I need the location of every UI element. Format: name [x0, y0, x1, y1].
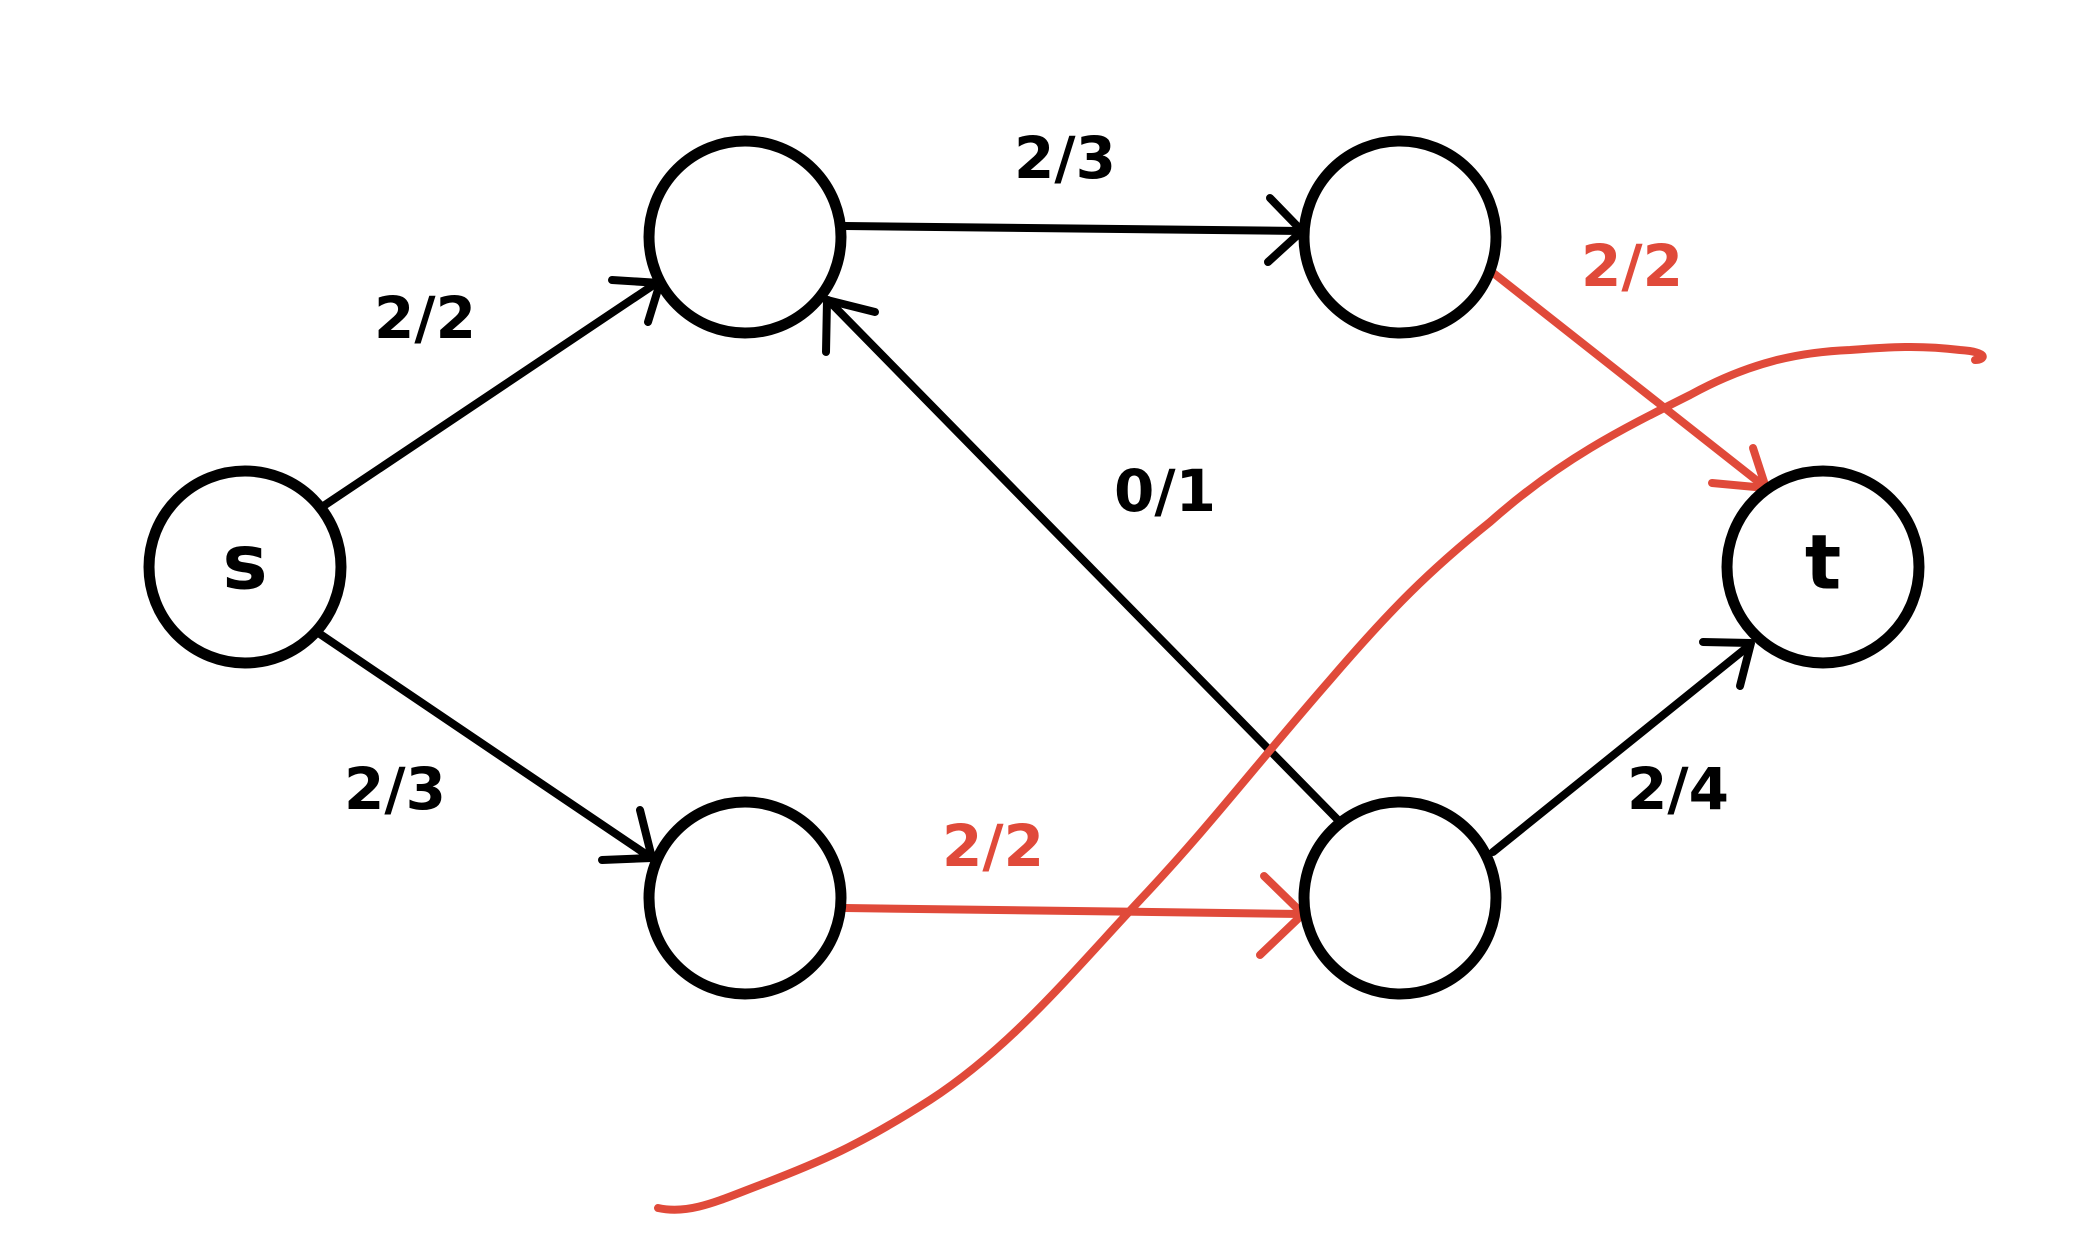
edge-label-b-d: 2/2: [942, 812, 1044, 880]
edge-s-b: [316, 630, 656, 864]
edge-label-s-a: 2/2: [374, 284, 476, 352]
edge-a-c: [841, 194, 1306, 266]
node-t: t: [1721, 465, 1925, 669]
node-a: [643, 135, 847, 339]
edge-label-s-b: 2/3: [344, 755, 446, 823]
node-c: [1298, 135, 1502, 339]
edge-d-t: [1489, 638, 1755, 856]
edges: [316, 194, 1770, 959]
node-s: s: [143, 465, 347, 669]
edge-label-a-c: 2/3: [1014, 124, 1116, 192]
node-label-t: t: [1805, 518, 1841, 607]
node-d: [1298, 796, 1502, 1000]
edge-label-d-a: 0/1: [1114, 457, 1216, 525]
cut-curve: [654, 342, 1987, 1214]
edge-label-c-t[interactable]: 2/2: [1581, 232, 1683, 300]
edge-d-a: [822, 296, 1342, 824]
edge-labels: 2/2 2/3 2/3 0/1 2/2 2/2 2/4: [344, 124, 1729, 880]
edge-b-d: [841, 872, 1307, 959]
node-b: [643, 796, 847, 1000]
edge-label-d-t: 2/4: [1627, 755, 1729, 823]
nodes: s t: [143, 135, 1925, 1000]
node-label-s: s: [222, 518, 267, 607]
